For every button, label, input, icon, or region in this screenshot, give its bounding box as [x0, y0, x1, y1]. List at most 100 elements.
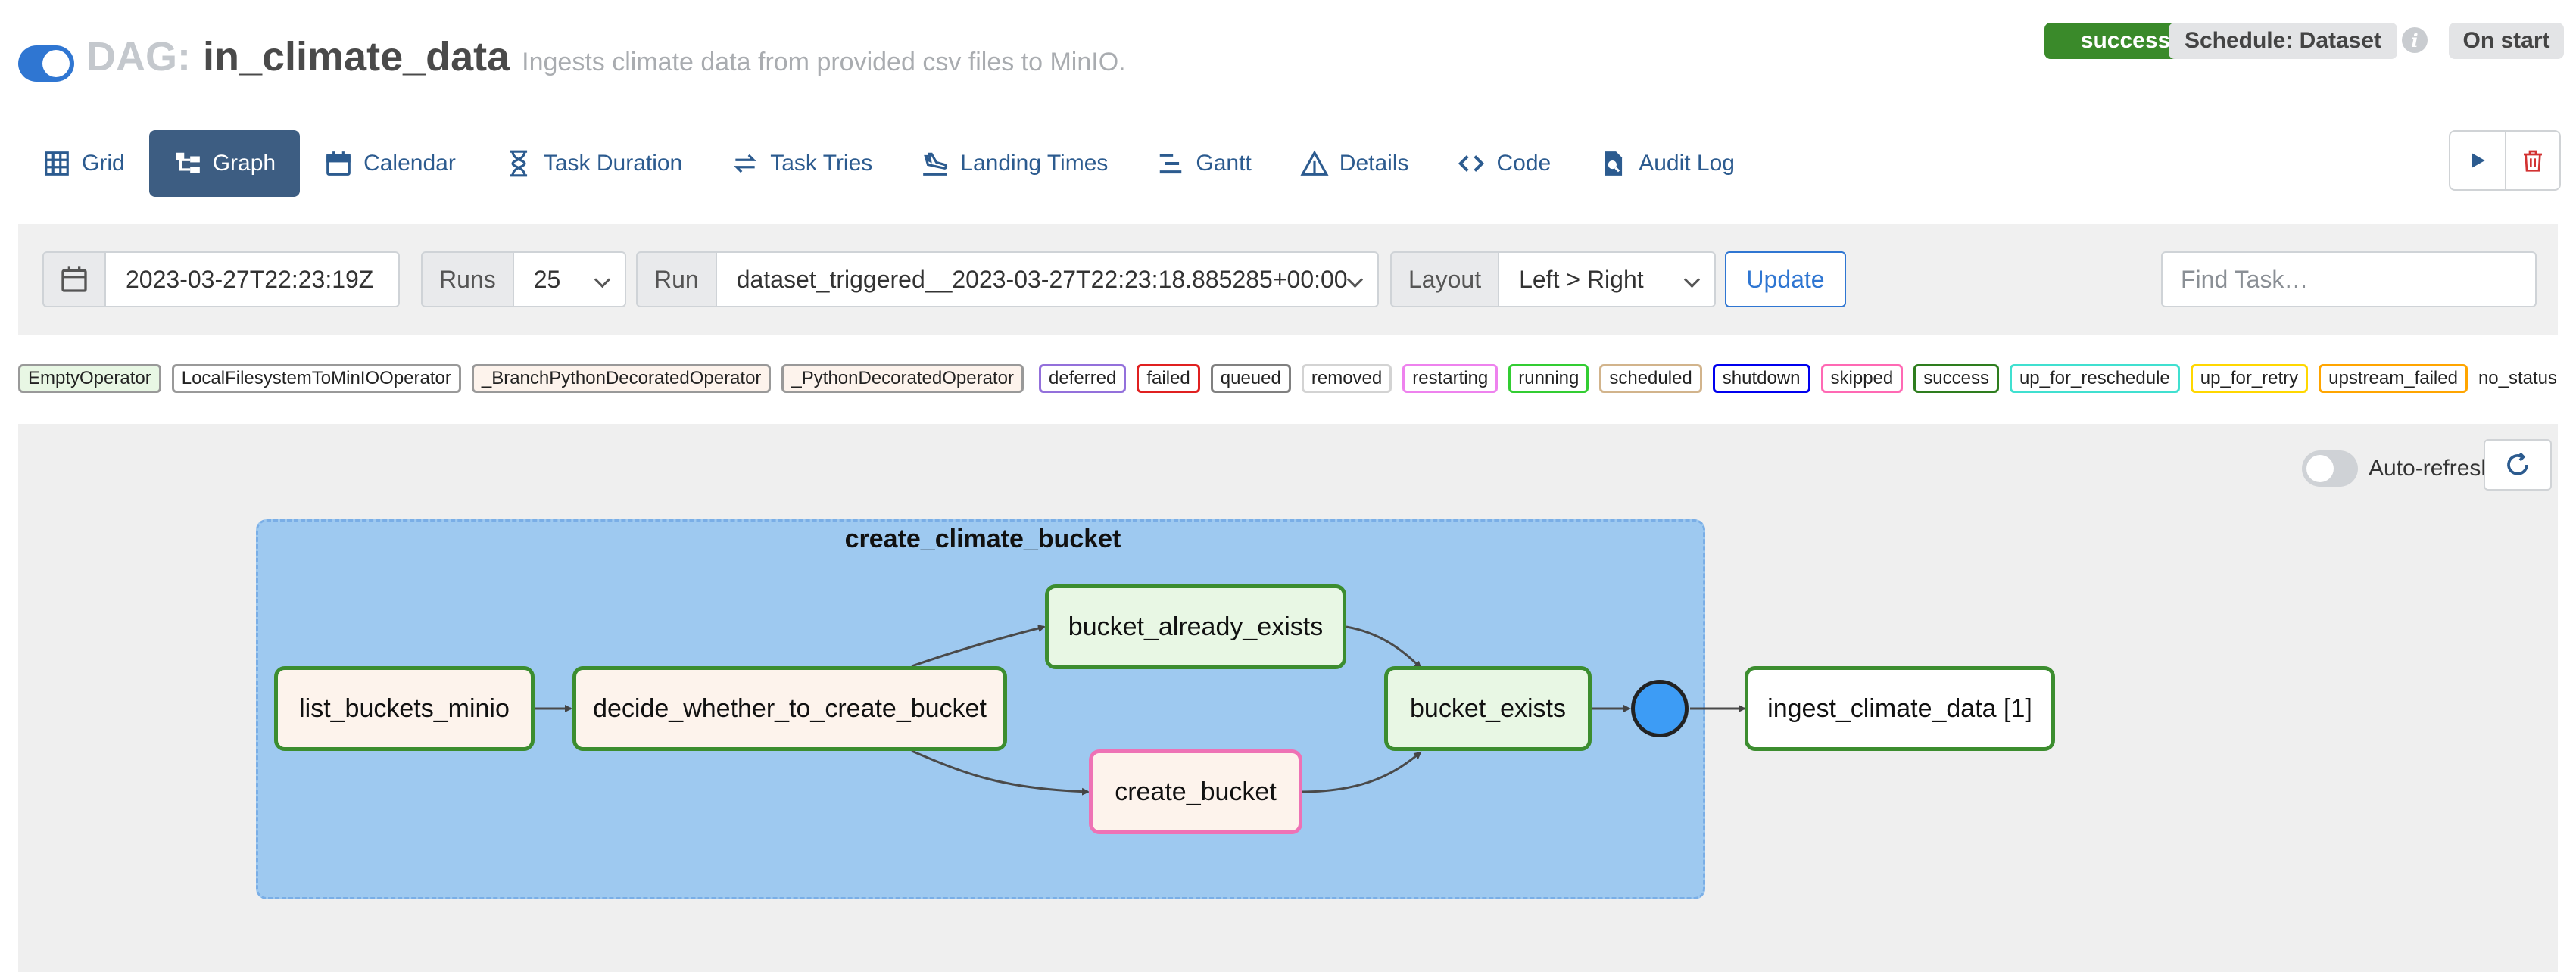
dag-label: DAG: [86, 34, 191, 79]
find-task-input[interactable] [2161, 251, 2537, 307]
task-group-label: create_climate_bucket [844, 525, 1121, 553]
task-node-ingest-climate-data[interactable]: ingest_climate_data [1] [1745, 666, 2055, 751]
edge-already-exists-to-bucket-exists [1346, 625, 1422, 669]
tab-graph[interactable]: Graph [148, 130, 301, 197]
delete-dag-button[interactable] [2504, 132, 2559, 189]
dag-id: in_climate_data [202, 34, 510, 79]
view-tabs: Grid Graph Calendar Task Duration Task T… [18, 130, 1759, 197]
legend-state-running[interactable]: running [1508, 364, 1589, 393]
dag-actions [2449, 130, 2561, 191]
plane-landing-icon [923, 152, 948, 176]
task-node-bucket-already-exists[interactable]: bucket_already_exists [1045, 584, 1346, 669]
legend-empty-operator: EmptyOperator [18, 364, 161, 393]
dag-pause-toggle[interactable] [18, 45, 74, 82]
calendar-addon[interactable] [42, 251, 106, 307]
run-control[interactable]: Run dataset_triggered__2023-03-27T22:23:… [636, 251, 1379, 307]
calendar-icon [61, 266, 87, 292]
grid-icon [45, 151, 69, 176]
tab-audit-log[interactable]: Audit Log [1575, 130, 1759, 197]
info-icon[interactable]: i [2402, 27, 2428, 53]
legend-state-upstream-failed[interactable]: upstream_failed [2319, 364, 2468, 393]
retry-icon [734, 154, 757, 173]
refresh-button[interactable] [2484, 439, 2552, 491]
edge-create-bucket-to-bucket-exists [1300, 751, 1422, 793]
runs-label: Runs [421, 251, 514, 307]
task-node-decide-whether-to-create-bucket[interactable]: decide_whether_to_create_bucket [572, 666, 1007, 751]
toggle-knob [42, 50, 70, 77]
layout-control[interactable]: Layout Left > Right [1390, 251, 1717, 307]
base-date-control[interactable]: 2023-03-27T22:23:19Z [42, 251, 400, 307]
layout-select[interactable]: Left > Right [1499, 251, 1717, 307]
tab-details[interactable]: Details [1276, 130, 1433, 197]
legend-branch-operator: _BranchPythonDecoratedOperator [471, 364, 772, 393]
state-legend: deferred failed queued removed restartin… [1039, 363, 2557, 394]
schedule-badge[interactable]: Schedule: Dataset [2169, 23, 2397, 59]
hourglass-icon [510, 150, 527, 177]
tab-label: Details [1339, 151, 1409, 176]
legend-state-scheduled[interactable]: scheduled [1599, 364, 1702, 393]
run-type-badge: On start [2449, 23, 2564, 59]
tab-gantt[interactable]: Gantt [1132, 130, 1275, 197]
tab-label: Gantt [1196, 151, 1252, 176]
tab-label: Graph [212, 151, 276, 176]
graph-icon [175, 152, 200, 173]
trash-icon [2523, 150, 2542, 172]
tab-calendar[interactable]: Calendar [300, 130, 480, 197]
dag-description: Ingests climate data from provided csv f… [522, 48, 1126, 76]
warning-triangle-icon [1300, 150, 1329, 176]
tab-label: Audit Log [1639, 151, 1735, 176]
tab-label: Grid [82, 151, 125, 176]
refresh-icon [2507, 452, 2528, 475]
code-icon [1458, 155, 1485, 172]
calendar-icon [326, 151, 351, 176]
update-button[interactable]: Update [1725, 251, 1846, 307]
tab-code[interactable]: Code [1433, 130, 1575, 197]
legend-state-shutdown[interactable]: shutdown [1712, 364, 1810, 393]
auto-refresh-label: Auto-refresh [2369, 456, 2494, 481]
graph-canvas[interactable]: Auto-refresh create_climate_bucket list_… [18, 424, 2558, 972]
edge-decide-to-create-bucket [911, 749, 1090, 796]
graph-edges [533, 625, 1746, 796]
legend-python-operator: _PythonDecoratedOperator [781, 364, 1024, 393]
tab-label: Task Tries [770, 151, 873, 176]
legend-state-failed[interactable]: failed [1137, 364, 1200, 393]
play-icon [2472, 153, 2485, 168]
tab-label: Task Duration [543, 151, 683, 176]
legend-state-no-status[interactable]: no_status [2478, 368, 2558, 388]
operator-legend: EmptyOperator LocalFilesystemToMinIOOper… [18, 363, 1034, 394]
tab-label: Landing Times [960, 151, 1109, 176]
task-node-create-bucket[interactable]: create_bucket [1089, 749, 1302, 834]
legend-state-up-for-reschedule[interactable]: up_for_reschedule [2009, 364, 2180, 393]
legend-state-skipped[interactable]: skipped [1820, 364, 1904, 393]
runs-control[interactable]: Runs 25 [421, 251, 626, 307]
run-label: Run [636, 251, 717, 307]
task-group-join-node[interactable] [1631, 680, 1689, 737]
legend-state-success[interactable]: success [1913, 364, 1999, 393]
task-node-list-buckets-minio[interactable]: list_buckets_minio [274, 666, 535, 751]
auto-refresh-toggle[interactable]: Auto-refresh [2302, 447, 2493, 491]
legend-state-up-for-retry[interactable]: up_for_retry [2190, 364, 2309, 393]
tab-label: Code [1496, 151, 1552, 176]
legend-state-deferred[interactable]: deferred [1039, 364, 1127, 393]
legend-state-queued[interactable]: queued [1210, 364, 1291, 393]
run-select[interactable]: dataset_triggered__2023-03-27T22:23:18.8… [716, 251, 1379, 307]
tab-landing-times[interactable]: Landing Times [897, 130, 1132, 197]
file-search-icon [1605, 151, 1623, 176]
auto-refresh-switch[interactable] [2302, 450, 2358, 487]
dag-title: DAG: in_climate_data Ingests climate dat… [86, 33, 1126, 88]
tab-task-tries[interactable]: Task Tries [706, 130, 897, 197]
switch-knob [2306, 455, 2334, 482]
graph-controls: 2023-03-27T22:23:19Z Runs 25 Run dataset… [18, 224, 2558, 335]
tab-label: Calendar [363, 151, 456, 176]
edge-decide-to-already-exists [911, 625, 1046, 668]
runs-select[interactable]: 25 [513, 251, 626, 307]
trigger-dag-button[interactable] [2450, 132, 2505, 189]
legend-minio-operator: LocalFilesystemToMinIOOperator [171, 364, 461, 393]
base-date-input[interactable]: 2023-03-27T22:23:19Z [106, 251, 400, 307]
legend-state-removed[interactable]: removed [1301, 364, 1392, 393]
tab-task-duration[interactable]: Task Duration [480, 130, 706, 197]
legend-state-restarting[interactable]: restarting [1402, 364, 1499, 393]
task-node-bucket-exists[interactable]: bucket_exists [1384, 666, 1592, 751]
layout-label: Layout [1390, 251, 1500, 307]
tab-grid[interactable]: Grid [18, 130, 149, 197]
